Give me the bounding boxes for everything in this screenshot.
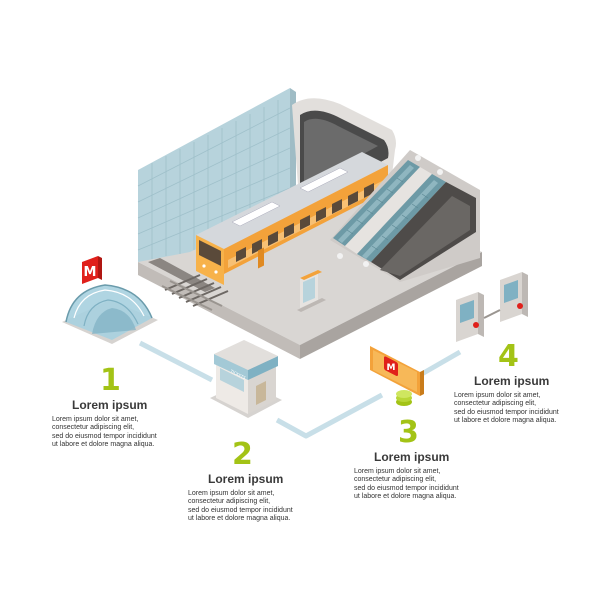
turnstile-icon [456, 272, 528, 342]
step-3-title: Lorem ipsum [374, 450, 450, 464]
billboard-icon: M [370, 346, 424, 396]
step-1-number: 1 [100, 363, 121, 398]
step-4-number: 4 [498, 339, 519, 374]
ticket-kiosk-icon: TICKETS [210, 340, 282, 418]
metro-train [196, 152, 388, 285]
escalator-icon [330, 150, 480, 282]
step-3-number: 3 [398, 415, 419, 450]
step-1: 1 Lorem ipsum Lorem ipsum dolor sit amet… [52, 366, 232, 450]
step-3: 3 Lorem ipsum Lorem ipsum dolor sit amet… [354, 418, 534, 502]
step-4: 4 Lorem ipsum Lorem ipsum dolor sit amet… [454, 342, 612, 426]
step-2-description: Lorem ipsum dolor sit amet, consectetur … [188, 490, 293, 523]
step-3-description: Lorem ipsum dolor sit amet, consectetur … [354, 468, 459, 501]
step-4-title: Lorem ipsum [474, 374, 550, 388]
step-1-description: Lorem ipsum dolor sit amet, consectetur … [52, 416, 157, 449]
track-bed [148, 258, 229, 311]
step-2: 2 Lorem ipsum Lorem ipsum dolor sit amet… [188, 440, 368, 524]
step-4-description: Lorem ipsum dolor sit amet, consectetur … [454, 392, 559, 425]
coin-icon [396, 390, 412, 406]
connector-path [138, 340, 462, 439]
metro-logo-icon: M [82, 256, 102, 284]
billboard-logo-letter: M [387, 363, 396, 373]
step-2-title: Lorem ipsum [208, 472, 284, 486]
metro-logo-letter: M [84, 265, 97, 280]
info-stand [297, 270, 326, 312]
metro-entrance [62, 284, 158, 344]
step-1-title: Lorem ipsum [72, 398, 148, 412]
step-2-number: 2 [232, 437, 253, 472]
